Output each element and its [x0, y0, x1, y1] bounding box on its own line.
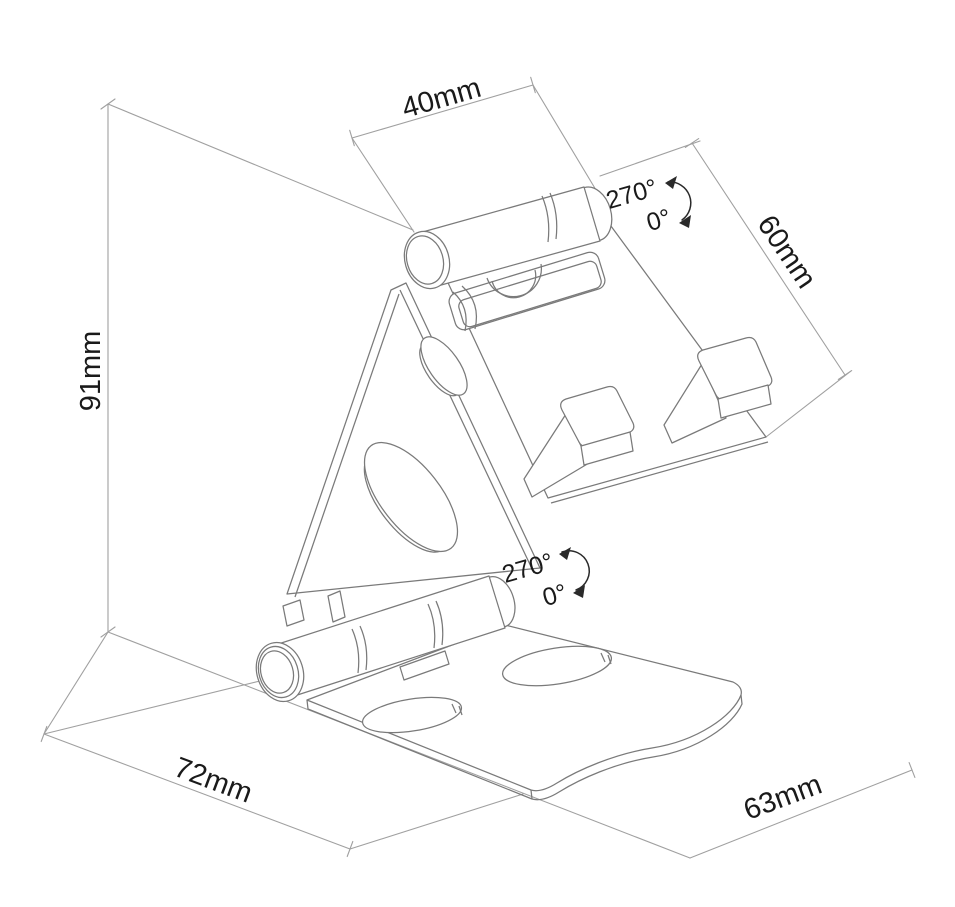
label-72mm: 72mm: [170, 751, 257, 809]
apex-knuckle-arc: [452, 291, 467, 332]
dimension-line-60mm: [691, 142, 846, 376]
bottom-hinge-left-cap: [255, 641, 305, 703]
upright-plate-outline: [286, 282, 541, 595]
top-hinge-knuckle-line: [541, 195, 550, 243]
box-edge-top: [107, 103, 414, 231]
tick: [684, 138, 700, 148]
extension-line-60mm-bottom: [765, 370, 852, 438]
label-63mm: 63mm: [740, 768, 827, 826]
label-40mm: 40mm: [398, 72, 484, 125]
upright-plate: [282, 282, 541, 627]
bottom-hinge-knuckle-line: [351, 628, 360, 674]
bottom-hinge-knuckle-line: [435, 600, 444, 646]
tick: [908, 762, 916, 778]
extension-line-40mm-left: [351, 137, 415, 233]
bottom-hinge-base-tab: [399, 650, 450, 681]
tick: [349, 129, 355, 147]
tick: [837, 370, 853, 380]
base-hole-left: [361, 696, 463, 734]
box-edge-wall-floor-left: [43, 631, 109, 735]
bottom-hinge-knuckle-line: [359, 625, 368, 671]
bottom-hinge-left-cap-rim: [257, 645, 300, 699]
base-hole-right: [501, 645, 613, 687]
upright-plate-left-thickness: [294, 293, 400, 598]
rotation-arrows: [559, 176, 692, 598]
finger-notch-inner: [491, 269, 537, 299]
tick: [40, 725, 48, 743]
label-91mm: 91mm: [75, 331, 107, 412]
label-top-hinge-0: 0°: [643, 204, 674, 238]
extension-line-60mm-top: [599, 140, 701, 177]
hinge-recess: [448, 251, 606, 331]
extension-line-72mm: [349, 793, 524, 850]
bottom-rotation-arrow-head-down: [573, 585, 585, 598]
extension-line-40mm-right: [532, 84, 597, 191]
upright-hole-upper: [420, 336, 468, 396]
top-rotation-arrow-head-up: [665, 176, 677, 189]
dimension-line-40mm: [351, 84, 534, 139]
bottom-rotation-arrow-arc: [561, 550, 590, 591]
top-hinge-left-cap-rim: [405, 235, 445, 285]
box-edge-floor-front-left: [43, 675, 281, 735]
upright-plate-right-thickness: [399, 289, 535, 574]
label-60mm: 60mm: [751, 210, 823, 295]
phone-plate-bottom-thickness: [550, 441, 769, 504]
top-rotation-arrow-head-down: [679, 215, 691, 228]
label-bottom-hinge-0: 0°: [539, 579, 570, 613]
apex-knuckle-arc: [461, 285, 478, 330]
tick: [346, 840, 354, 858]
upright-hinge-tab: [327, 590, 346, 623]
tick: [100, 626, 116, 638]
bottom-hinge-left-cap-face: [259, 650, 295, 694]
hinge-recess-inner: [458, 260, 602, 328]
phone-plate: [442, 221, 773, 504]
upright-hinge-tab: [282, 599, 305, 627]
bottom-hinge-knuckle-line: [427, 603, 436, 649]
dimension-line-63mm: [689, 769, 913, 859]
top-hinge: [403, 186, 613, 332]
dimension-and-construction-lines: [40, 76, 916, 859]
base-hole-right-edge-ticks: [600, 652, 612, 665]
base-hole-left-edge-ticks: [451, 703, 463, 716]
base-plate-thickness: [306, 694, 743, 801]
bottom-rotation-arrow-head-up: [559, 547, 571, 560]
dimension-line-72mm: [43, 733, 351, 850]
tick: [530, 76, 536, 94]
bottom-hinge: [255, 575, 516, 703]
top-hinge-knuckle-line: [549, 192, 558, 240]
left-hook-front: [580, 431, 634, 466]
tick: [100, 98, 116, 110]
phone-stand-object: [255, 186, 773, 801]
finger-notch: [486, 263, 543, 298]
upright-hole-lower: [363, 441, 459, 553]
right-hook-front: [717, 384, 772, 419]
